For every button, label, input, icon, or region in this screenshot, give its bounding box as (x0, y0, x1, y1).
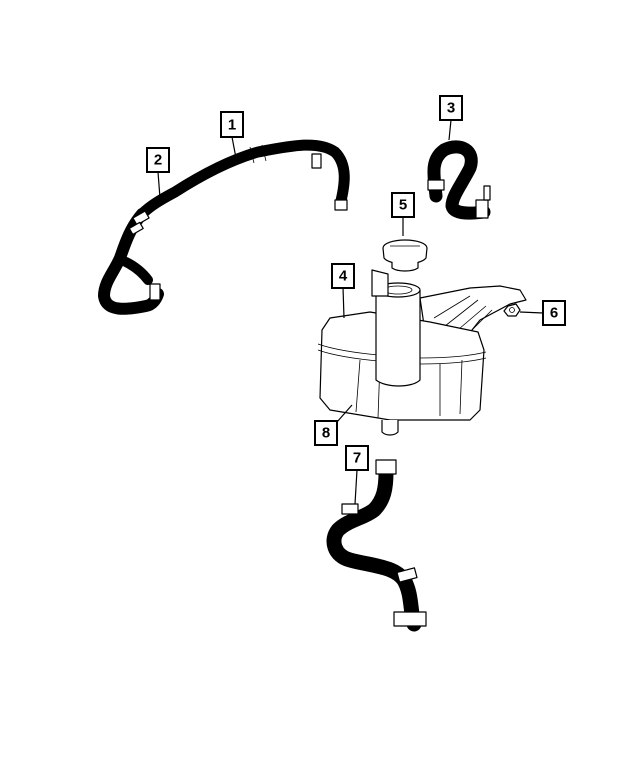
callout-6-label: 6 (550, 305, 558, 322)
coolant-reservoir-4 (317, 269, 527, 436)
callout-4: 4 (331, 263, 355, 289)
hose-1-2-assembly (98, 139, 350, 315)
callout-3-label: 3 (447, 100, 455, 117)
callout-5-label: 5 (399, 197, 407, 214)
hose-3 (427, 140, 491, 220)
callout-7: 7 (345, 445, 369, 471)
callout-5: 5 (391, 192, 415, 218)
callout-4-label: 4 (339, 268, 348, 285)
callout-3: 3 (439, 95, 463, 121)
nut-6 (503, 303, 521, 317)
callout-1: 1 (220, 111, 244, 138)
callout-6: 6 (542, 300, 566, 326)
callout-1-label: 1 (228, 117, 236, 134)
pressure-cap-5 (382, 239, 428, 272)
callout-7-label: 7 (353, 450, 361, 467)
callout-2-label: 2 (154, 152, 162, 169)
callout-8: 8 (314, 420, 338, 446)
leader-lines (157, 119, 544, 505)
callout-2: 2 (146, 147, 170, 173)
hose-7 (326, 459, 427, 632)
callout-8-label: 8 (322, 425, 330, 442)
